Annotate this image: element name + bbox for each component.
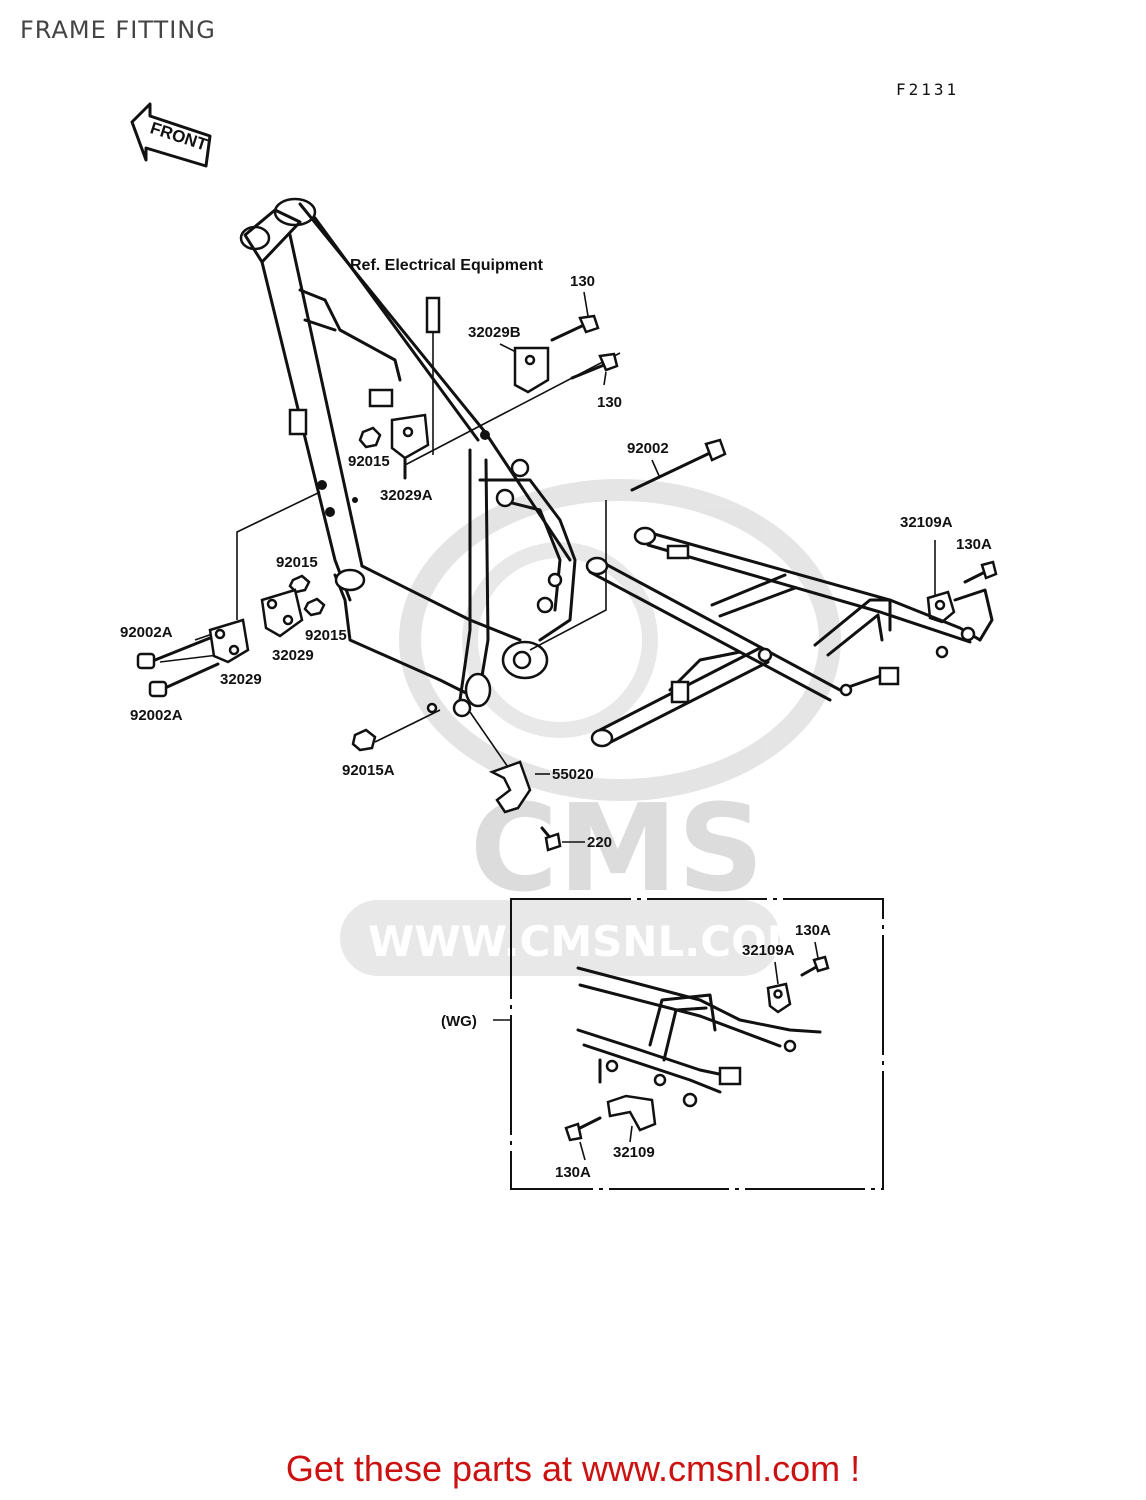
hardware-parts [136, 296, 998, 852]
label-32029-b: 32029 [220, 671, 262, 688]
label-220: 220 [587, 834, 612, 851]
label-inset-32109: 32109 [613, 1144, 655, 1161]
label-130-mid: 130 [597, 394, 622, 411]
front-arrow-icon: FRONT [130, 102, 212, 168]
label-92015-top: 92015 [348, 453, 390, 470]
label-inset-130a-bottom: 130A [555, 1164, 591, 1181]
label-130a: 130A [956, 536, 992, 553]
variant-label: (WG) [441, 1013, 477, 1030]
label-92015-left-top: 92015 [276, 554, 318, 571]
sub-frame [585, 526, 994, 748]
reference-note: Ref. Electrical Equipment [350, 257, 544, 274]
watermark-url: WWW.CMSNL.COM [368, 917, 809, 966]
page-title: FRAME FITTING [20, 16, 216, 44]
bolt-130-mid [570, 352, 619, 380]
label-leaders [499, 291, 819, 1161]
front-label: FRONT [148, 118, 210, 154]
label-92002a-top: 92002A [120, 624, 173, 641]
label-inset-130a-top: 130A [795, 922, 831, 939]
label-32109a: 32109A [900, 514, 953, 531]
label-92015a: 92015A [342, 762, 395, 779]
exploded-parts-diagram: CMS WWW.CMSNL.COM FRONT [120, 102, 998, 1190]
callout-labels: Ref. Electrical Equipment 130 32029B 130… [120, 257, 992, 1181]
main-frame [239, 197, 577, 718]
watermark: CMS WWW.CMSNL.COM [340, 479, 841, 976]
call-to-action-link[interactable]: Get these parts at www.cmsnl.com ! [285, 1448, 861, 1489]
variant-inset: (WG) [441, 898, 884, 1190]
label-92015-left: 92015 [305, 627, 347, 644]
label-55020: 55020 [552, 766, 594, 783]
label-32029-a: 32029 [272, 647, 314, 664]
label-32029b: 32029B [468, 324, 521, 341]
bolt-130-top [550, 314, 600, 342]
label-92002a-bottom: 92002A [130, 707, 183, 724]
label-130-top: 130 [570, 273, 595, 290]
label-inset-32109a: 32109A [742, 942, 795, 959]
label-32029a: 32029A [380, 487, 433, 504]
label-92002: 92002 [627, 440, 669, 457]
leader-lines [159, 300, 936, 1021]
figure-code: F2131 [896, 80, 960, 99]
